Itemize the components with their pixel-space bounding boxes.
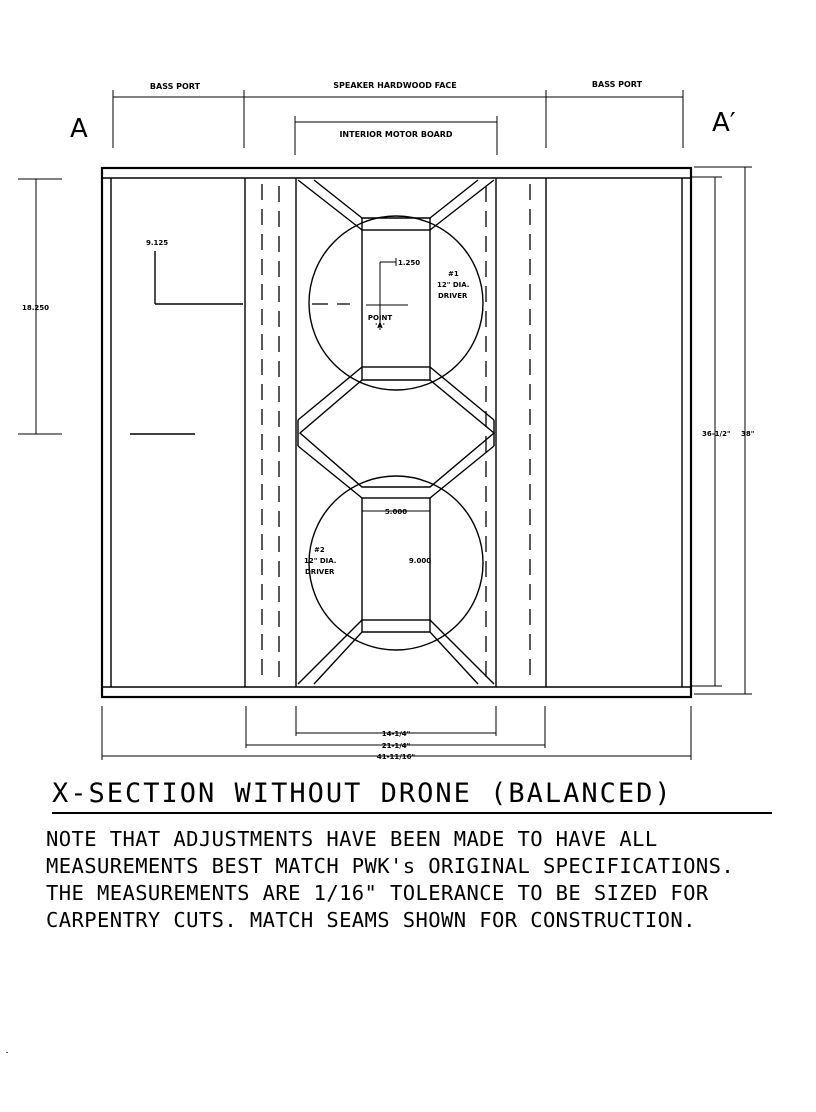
face-width-dimension: 21-1/4": [382, 742, 411, 750]
section-a-prime-marker: A′: [712, 108, 736, 138]
cross-section-drawing: BASS PORT SPEAKER HARDWOOD FACE BASS POR…: [18, 80, 754, 761]
cabinet-outline: [100, 166, 693, 699]
construction-notes: NOTE THAT ADJUSTMENTS HAVE BEEN MADE TO …: [46, 826, 806, 934]
driver-2-circle: [308, 475, 484, 651]
note-line: MEASUREMENTS BEST MATCH PWK's ORIGINAL S…: [46, 854, 735, 878]
title-block: X-SECTION WITHOUT DRONE (BALANCED): [52, 778, 772, 814]
horn-geometry: [297, 179, 496, 685]
point-a-label-line2: 'A': [375, 322, 385, 330]
point-a-marker: [366, 258, 408, 330]
note-line: THE MEASUREMENTS ARE 1/16" TOLERANCE TO …: [46, 881, 709, 905]
driver-1-number: #1: [448, 270, 459, 278]
motor-board-width-dimension: 14-1/4": [382, 730, 411, 738]
port-partitions: [244, 178, 547, 687]
driver-1-circle: [308, 215, 484, 391]
driver-1-type: DRIVER: [438, 292, 468, 300]
driver-1-size: 12" DIA.: [437, 281, 469, 289]
throat-width-dimension: 5.000: [385, 508, 407, 516]
outer-height-dimension: 38": [741, 430, 754, 438]
bass-port-left-label: BASS PORT: [150, 82, 201, 91]
motor-board-dimension: [294, 116, 498, 155]
section-a-marker: A: [70, 114, 88, 144]
note-line: NOTE THAT ADJUSTMENTS HAVE BEEN MADE TO …: [46, 827, 658, 851]
point-offset-dimension: 1.250: [398, 259, 420, 267]
overall-width-dimension: 41-11/16": [377, 753, 415, 761]
inner-height-dimension: 36-1/2": [702, 430, 731, 438]
right-dimensions: [690, 166, 752, 695]
throat-dimensions: [362, 498, 431, 620]
scan-artifact: [6, 1052, 8, 1053]
bass-port-right-label: BASS PORT: [592, 80, 643, 89]
throat-depth-dimension: 9.000: [409, 557, 431, 565]
driver-height-dimension: 18.250: [22, 304, 49, 312]
driver-2-number: #2: [314, 546, 325, 554]
top-dimension-line: [112, 90, 684, 148]
driver-2-size: 12" DIA.: [304, 557, 336, 565]
point-a-label-line1: POINT: [368, 314, 393, 322]
note-line: CARPENTRY CUTS. MATCH SEAMS SHOWN FOR CO…: [46, 908, 696, 932]
section-title: X-SECTION WITHOUT DRONE (BALANCED): [52, 778, 772, 814]
motor-board-label: INTERIOR MOTOR BOARD: [339, 130, 452, 139]
port-offset-dimension: 9.125: [146, 239, 168, 247]
bottom-dimensions: [101, 706, 692, 760]
speaker-face-label: SPEAKER HARDWOOD FACE: [333, 81, 457, 90]
driver-2-type: DRIVER: [305, 568, 335, 576]
left-dimensions: [18, 178, 350, 435]
